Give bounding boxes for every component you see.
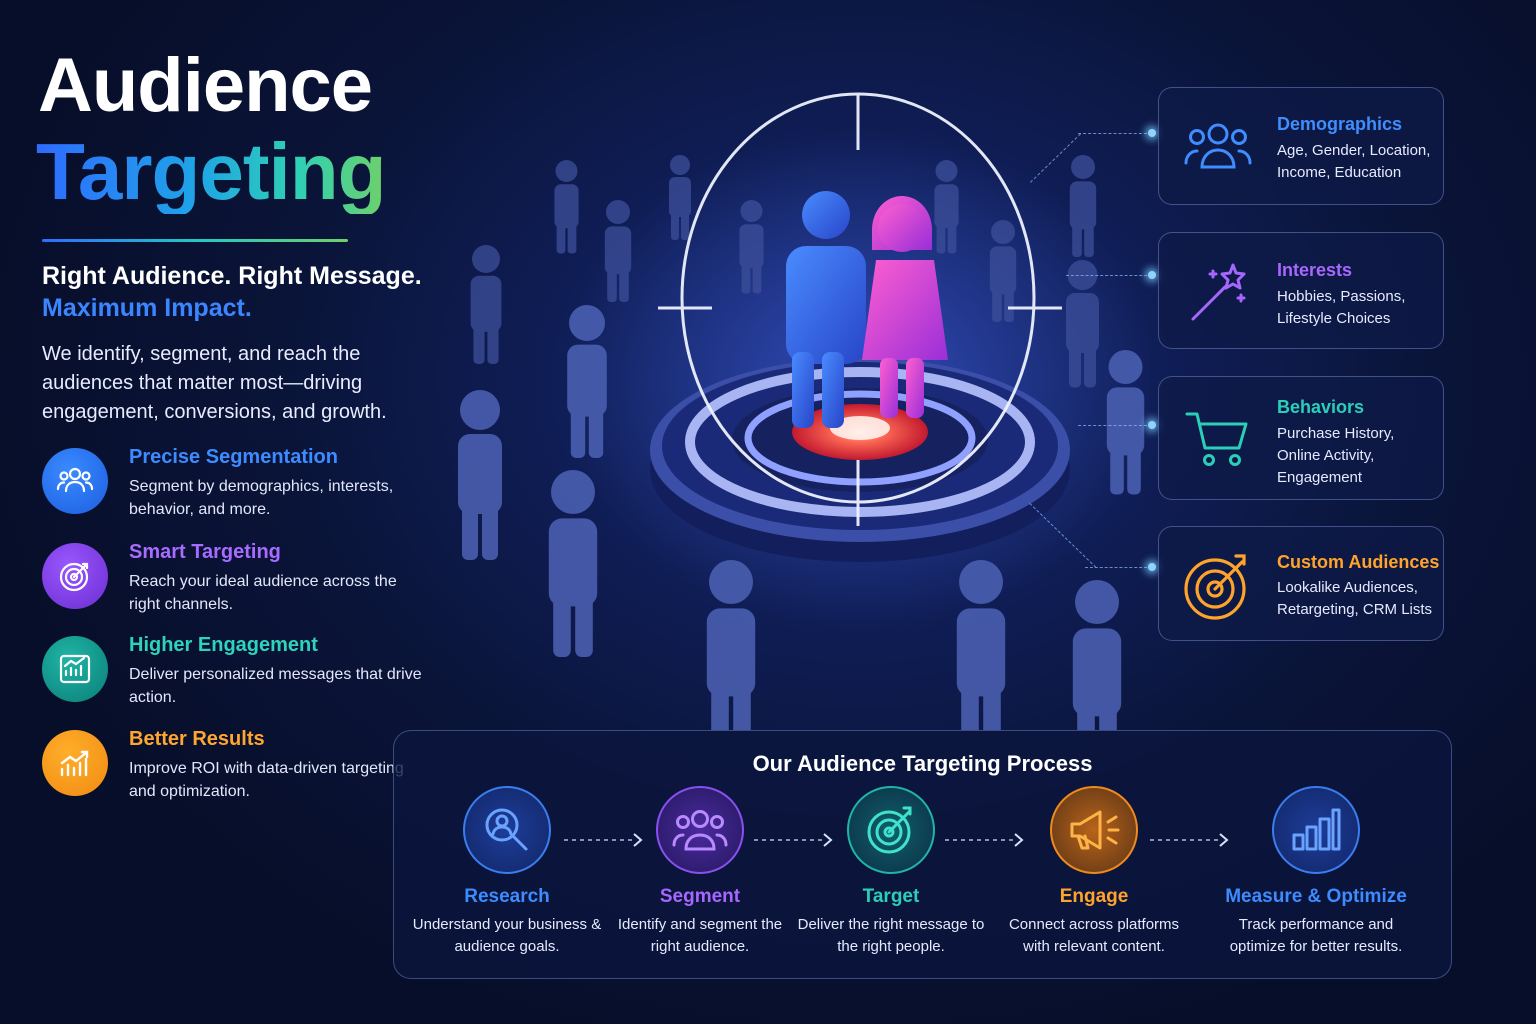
feature-desc: Deliver personalized messages that drive… — [129, 666, 422, 706]
card-desc: Purchase History, Online Activity, Engag… — [1277, 425, 1395, 486]
feature-title: Better Results — [129, 728, 265, 750]
feature-title: Higher Engagement — [129, 634, 318, 656]
title-line1: Audience — [38, 43, 373, 128]
card-title: Custom Audiences — [1277, 552, 1440, 572]
feature-smart-targeting: Smart Targeting Reach your ideal audienc… — [42, 541, 422, 623]
female-figure — [862, 196, 948, 418]
arrow-icon — [1150, 833, 1229, 847]
step-measure-optimize: Measure & Optimize Track performance and… — [1211, 786, 1421, 958]
connector-dot — [1148, 421, 1156, 429]
process-title: Our Audience Targeting Process — [752, 751, 1093, 776]
crosshair — [658, 92, 1062, 526]
connector-line — [1085, 567, 1152, 568]
target-icon — [847, 786, 935, 874]
step-target: Target Deliver the right message to the … — [796, 786, 986, 958]
feature-better-results: Better Results Improve ROI with data-dri… — [42, 728, 422, 810]
target-icon — [42, 543, 108, 609]
feature-desc: Reach your ideal audience across the rig… — [129, 573, 397, 613]
connector-line — [1078, 425, 1152, 426]
card-title: Interests — [1277, 260, 1353, 280]
step-engage: Engage Connect across platforms with rel… — [999, 786, 1189, 958]
feature-precise-segmentation: Precise Segmentation Segment by demograp… — [42, 446, 422, 528]
connector-dot — [1148, 271, 1156, 279]
title-line2: Targeting — [36, 127, 387, 216]
target-platform — [650, 358, 1070, 562]
step-label: Engage — [1059, 886, 1129, 907]
feature-desc: Segment by demographics, interests, beha… — [129, 478, 394, 518]
step-desc: Track performance and optimize for bette… — [1229, 916, 1403, 955]
magnifier-person-icon — [463, 786, 551, 874]
process-panel: Our Audience Targeting Process Research … — [393, 730, 1452, 979]
card-title: Behaviors — [1277, 397, 1365, 417]
feature-desc: Improve ROI with data-driven targeting a… — [129, 760, 404, 800]
tagline-line2: Maximum Impact. — [42, 294, 252, 322]
step-label: Target — [862, 886, 920, 907]
target-icon — [1181, 549, 1255, 623]
connector-line — [1078, 133, 1152, 134]
bar-chart-icon — [1272, 786, 1360, 874]
people-group-icon — [42, 448, 108, 514]
arrow-icon — [945, 833, 1024, 847]
arrow-icon — [754, 833, 833, 847]
shopping-cart-icon — [1181, 402, 1255, 476]
step-label: Segment — [659, 886, 741, 907]
feature-higher-engagement: Higher Engagement Deliver personalized m… — [42, 634, 422, 716]
intro-text: We identify, segment, and reach the audi… — [42, 343, 387, 423]
connector-line — [1066, 275, 1152, 276]
step-research: Research Understand your business & audi… — [412, 786, 602, 958]
step-desc: Connect across platforms with relevant c… — [1008, 916, 1180, 955]
title-divider — [42, 239, 348, 242]
step-desc: Understand your business & audience goal… — [412, 916, 602, 955]
step-segment: Segment Identify and segment the right a… — [605, 786, 795, 958]
card-desc: Age, Gender, Location, Income, Education — [1277, 142, 1431, 181]
magic-wand-icon — [1181, 255, 1255, 329]
card-desc: Lookalike Audiences, Retargeting, CRM Li… — [1277, 579, 1433, 618]
growth-chart-icon — [42, 730, 108, 796]
people-group-icon — [1181, 110, 1255, 184]
step-desc: Identify and segment the right audience. — [617, 916, 783, 955]
card-title: Demographics — [1277, 114, 1403, 134]
step-desc: Deliver the right message to the right p… — [797, 916, 985, 955]
card-demographics: Demographics Age, Gender, Location, Inco… — [1158, 87, 1444, 205]
step-label: Measure & Optimize — [1225, 886, 1407, 907]
card-behaviors: Behaviors Purchase History, Online Activ… — [1158, 376, 1444, 500]
crowd-figures — [470, 155, 1099, 388]
chart-screen-icon — [42, 636, 108, 702]
connector-dot — [1148, 563, 1156, 571]
feature-title: Smart Targeting — [129, 541, 281, 563]
connector-dot — [1148, 129, 1156, 137]
megaphone-icon — [1050, 786, 1138, 874]
arrow-icon — [564, 833, 643, 847]
feature-title: Precise Segmentation — [129, 446, 338, 468]
audience-target-illustration — [458, 92, 1150, 730]
card-interests: Interests Hobbies, Passions, Lifestyle C… — [1158, 232, 1444, 349]
people-group-icon — [656, 786, 744, 874]
card-desc: Hobbies, Passions, Lifestyle Choices — [1277, 288, 1406, 327]
card-custom-audiences: Custom Audiences Lookalike Audiences, Re… — [1158, 526, 1444, 641]
tagline-line1: Right Audience. Right Message. — [42, 262, 422, 290]
male-figure — [786, 191, 866, 428]
step-label: Research — [464, 886, 550, 907]
